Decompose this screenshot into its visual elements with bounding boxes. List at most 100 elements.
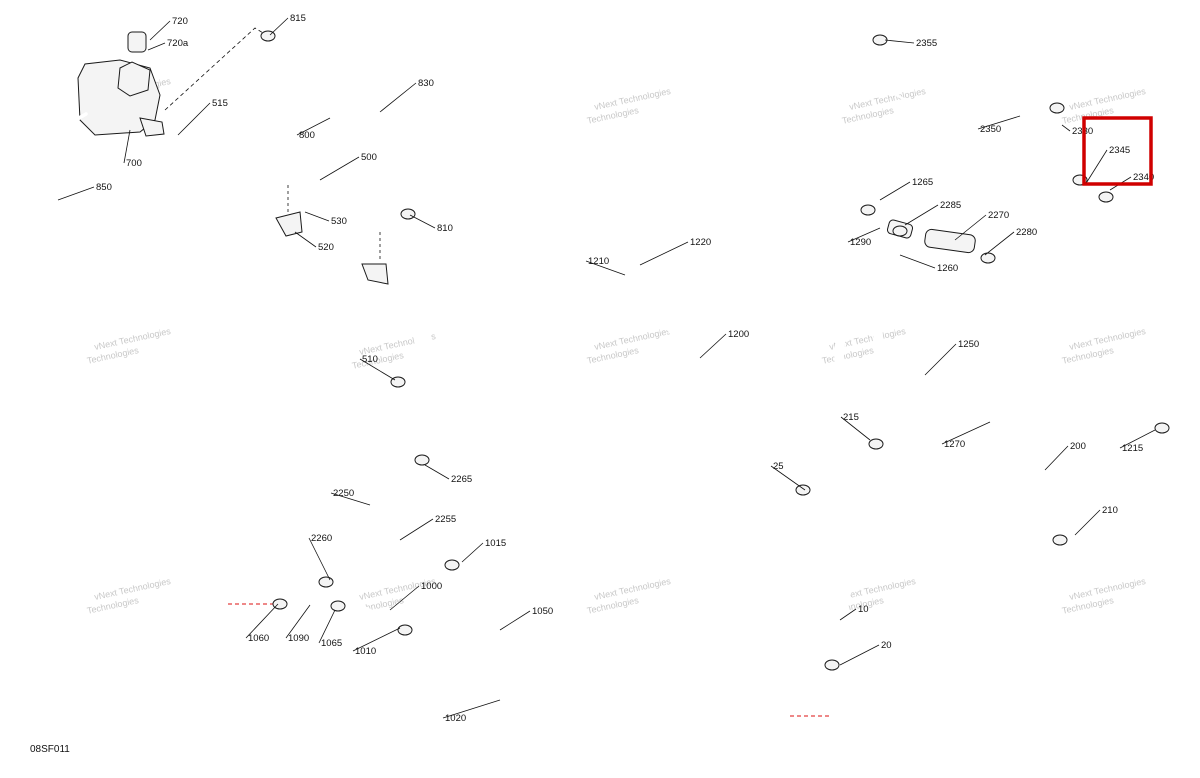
callout-210[interactable]: 210 [1102, 505, 1118, 516]
callout-2260[interactable]: 2260 [311, 533, 332, 544]
callout-10[interactable]: 10 [858, 604, 869, 615]
leader-2260 [308, 537, 331, 581]
callout-1220[interactable]: 1220 [690, 237, 711, 248]
callout-1215[interactable]: 1215 [1122, 443, 1143, 454]
leader-1260 [899, 254, 936, 269]
leader-2350 [977, 115, 1021, 130]
leader-215 [840, 416, 871, 441]
leader-1050 [499, 610, 531, 631]
clamp-19 [397, 624, 413, 636]
callout-1060[interactable]: 1060 [248, 633, 269, 644]
leader-1090 [285, 604, 311, 639]
callout-1265[interactable]: 1265 [912, 177, 933, 188]
callout-810[interactable]: 810 [437, 223, 453, 234]
callout-530[interactable]: 530 [331, 216, 347, 227]
callout-1065[interactable]: 1065 [321, 638, 342, 649]
callout-25[interactable]: 25 [773, 461, 784, 472]
clamp-12 [795, 484, 811, 496]
callout-1210[interactable]: 1210 [588, 256, 609, 267]
clamp-16 [318, 576, 334, 588]
callout-815[interactable]: 815 [290, 13, 306, 24]
leader-500 [319, 156, 360, 181]
callout-1090[interactable]: 1090 [288, 633, 309, 644]
leader-810 [409, 214, 436, 229]
clamp-3 [872, 34, 888, 46]
clamp-15 [414, 454, 430, 466]
leader-2270 [954, 214, 987, 241]
callout-830[interactable]: 830 [418, 78, 434, 89]
callout-800[interactable]: 800 [299, 130, 315, 141]
hose-2350 [868, 38, 1077, 182]
callout-215[interactable]: 215 [843, 412, 859, 423]
callout-200[interactable]: 200 [1070, 441, 1086, 452]
hoses-1020-1050 [449, 569, 792, 747]
leader-2250 [330, 492, 371, 506]
callout-720[interactable]: 720 [172, 16, 188, 27]
callout-2255[interactable]: 2255 [435, 514, 456, 525]
callout-1000[interactable]: 1000 [421, 581, 442, 592]
leader-1265 [879, 181, 911, 201]
callout-2350[interactable]: 2350 [980, 124, 1001, 135]
leader-510 [359, 358, 396, 381]
leader-1210 [585, 260, 626, 276]
callout-1290[interactable]: 1290 [850, 237, 871, 248]
clamp-8 [980, 252, 996, 264]
clamp-13 [1052, 534, 1068, 546]
clamp-6 [1098, 191, 1114, 203]
callout-1250[interactable]: 1250 [958, 339, 979, 350]
callout-500[interactable]: 500 [361, 152, 377, 163]
hoses-2250-2255 [333, 442, 408, 582]
callout-850[interactable]: 850 [96, 182, 112, 193]
leader-850 [57, 186, 95, 201]
callout-1010[interactable]: 1010 [355, 646, 376, 657]
callout-1050[interactable]: 1050 [532, 606, 553, 617]
callout-1270[interactable]: 1270 [944, 439, 965, 450]
leader-720a [147, 42, 166, 51]
leader-1250 [924, 343, 957, 376]
clamp-14 [824, 659, 840, 671]
callout-2270[interactable]: 2270 [988, 210, 1009, 221]
callout-515[interactable]: 515 [212, 98, 228, 109]
leader-1290 [847, 227, 881, 243]
leader-700 [123, 129, 131, 164]
leader-830 [379, 82, 417, 113]
callout-2345[interactable]: 2345 [1109, 145, 1130, 156]
callout-2280[interactable]: 2280 [1016, 227, 1037, 238]
callout-700[interactable]: 700 [126, 158, 142, 169]
hose-10 [818, 498, 955, 670]
leader-1065 [318, 609, 336, 644]
reservoir-link-line [164, 27, 269, 111]
callout-720a[interactable]: 720a [167, 38, 189, 49]
leader-800 [296, 117, 331, 136]
clamp-7 [860, 204, 876, 216]
callout-520[interactable]: 520 [318, 242, 334, 253]
callout-1015[interactable]: 1015 [485, 538, 506, 549]
leader-1020 [442, 699, 501, 719]
leader-2330 [1061, 124, 1071, 132]
callout-20[interactable]: 20 [881, 640, 892, 651]
leader-2345 [1084, 149, 1108, 186]
callout-2285[interactable]: 2285 [940, 200, 961, 211]
leader-530 [304, 211, 330, 222]
callout-2265[interactable]: 2265 [451, 474, 472, 485]
leader-1220 [639, 241, 689, 266]
leader-1010 [352, 627, 401, 652]
callout-1200[interactable]: 1200 [728, 329, 749, 340]
leader-10 [839, 608, 857, 621]
callout-1020[interactable]: 1020 [445, 713, 466, 724]
callout-2250[interactable]: 2250 [333, 488, 354, 499]
leader-2280 [984, 231, 1015, 256]
callout-1260[interactable]: 1260 [937, 263, 958, 274]
callout-510[interactable]: 510 [362, 354, 378, 365]
callout-2355[interactable]: 2355 [916, 38, 937, 49]
leader-815 [269, 17, 289, 36]
leader-210 [1074, 509, 1101, 536]
callout-2340[interactable]: 2340 [1133, 172, 1154, 183]
